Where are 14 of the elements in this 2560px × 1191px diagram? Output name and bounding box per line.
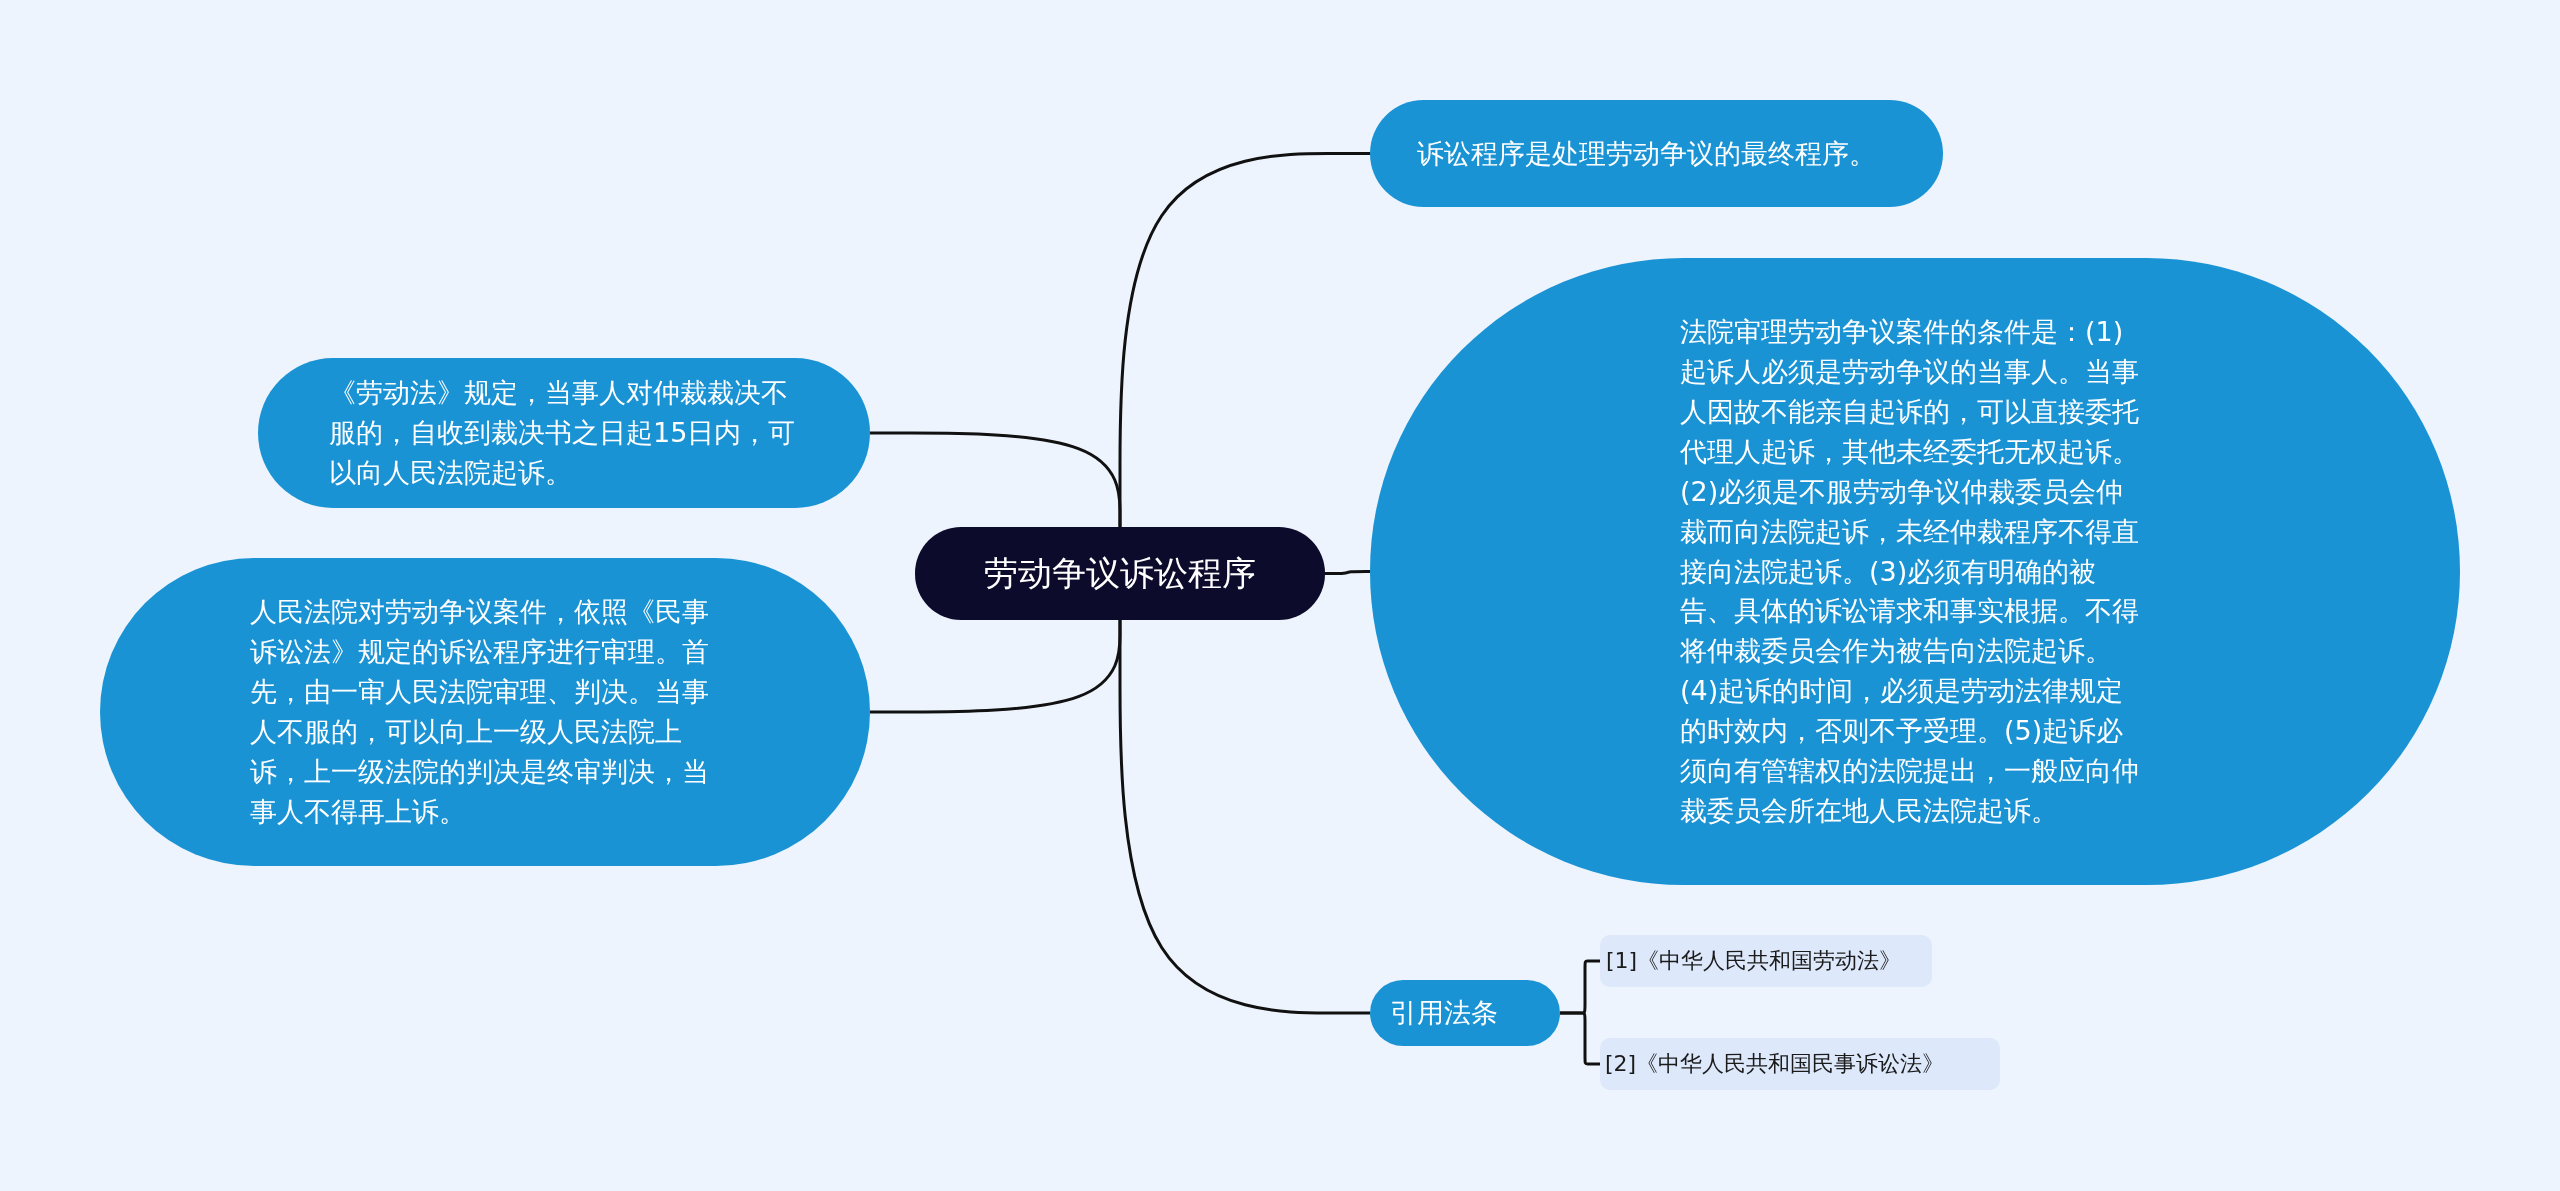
node-text: 法院审理劳动争议案件的条件是：(1)起诉人必须是劳动争议的当事人。当事人因故不能亲自起诉的，可以直接委托代理人起诉，其他未经委托无权起诉。(2)必须是不服劳动争议仲裁委员会仲裁而向法院起诉，未经仲裁程序不得直接向法院起诉。(3)必须有明确的被告、具体的诉讼请求和事实根据。不得将仲裁委员会作为被告向法院起诉。(4)起诉的时间，必须是劳动法律规定的时效内，否则不予受理。(5)起诉必须向有管辖权的法院提出，一般应向仲裁委员会所在地人民法院起诉。 <box>1680 314 2140 829</box>
reference-tag <box>1600 935 1932 987</box>
connector-line <box>1325 570 1370 575</box>
connector-line <box>1560 1011 1600 1066</box>
node-text: 引用法条 <box>1390 996 1499 1030</box>
node-text: 劳动争议诉讼程序 <box>983 552 1257 596</box>
connector-line <box>870 431 1122 527</box>
node-text: 《劳动法》规定，当事人对仲裁裁决不服的，自收到裁决书之日起15日内，可以向人民法院起诉。 <box>329 376 797 490</box>
node-text: [2]《中华人民共和国民事诉讼法》 <box>1605 1049 1946 1078</box>
reference-tag <box>1600 1038 2000 1090</box>
connector-line <box>870 620 1122 714</box>
node-text: 诉讼程序是处理劳动争议的最终程序。 <box>1416 136 1877 171</box>
node-text: 人民法院对劳动争议案件，依照《民事诉讼法》规定的诉讼程序进行审理。首先，由一审人民法院审理、判决。当事人不服的，可以向上一级人民法院上诉，上一级法院的判决是终审判决，当事人不得再上诉。 <box>250 595 710 829</box>
node-text: [1]《中华人民共和国劳动法》 <box>1606 946 1903 975</box>
